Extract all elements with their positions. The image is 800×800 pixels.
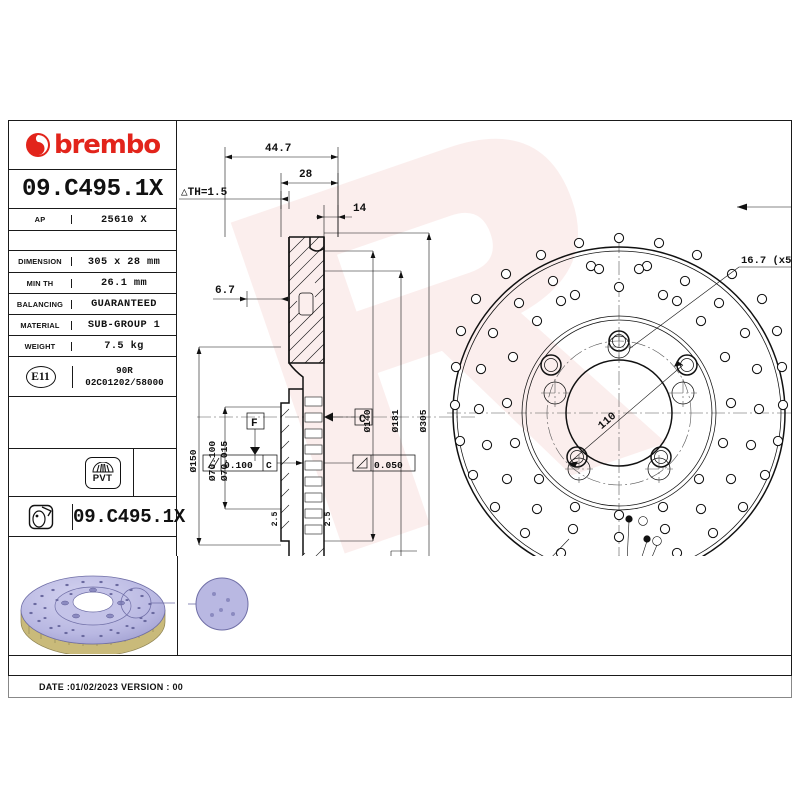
row-value: 26.1 mm [100, 277, 148, 289]
row-value: SUB-GROUP 1 [87, 319, 161, 331]
brembo-logo: brembo [9, 121, 176, 170]
row-label: BALANCING [9, 299, 72, 309]
dim-small-left: 2.5 [271, 512, 280, 527]
left-diameter-dims: Ø150 Ø70.100 Ø70.015 [188, 346, 281, 546]
footer-date-bar: DATE :01/02/2023 VERSION : 00 [8, 676, 792, 698]
disc-section-profile [288, 236, 325, 389]
parallelism-datum: C [266, 460, 272, 471]
row-value: 7.5 kg [104, 340, 144, 352]
dim-hat-width: 28 [299, 169, 313, 181]
datum-f-label: F [251, 418, 258, 430]
table-row-part-code: 09.C495.1X [9, 497, 185, 537]
table-row-pvt: PVT [9, 449, 176, 497]
product-render-panel [9, 556, 177, 656]
row-label: MATERIAL [9, 320, 72, 330]
view-arrows [737, 203, 791, 211]
bolt-hole-callout: 16.7 (x5) [628, 255, 792, 350]
disc-symbol-cell [9, 503, 73, 530]
table-row-material: MATERIAL SUB-GROUP 1 [9, 315, 176, 336]
pvt-cell: PVT [72, 449, 134, 496]
dim-offset: 6.7 [215, 285, 235, 297]
technical-drawing: 44.7 28 14 △TH=1.5 6.7 [177, 121, 792, 556]
tolerance-flatness: 0.050 [324, 454, 416, 472]
brembo-mark-icon [25, 133, 50, 157]
pvt-icon: PVT [84, 456, 121, 489]
row-label: AP [9, 215, 72, 224]
e11-mark-cell: E11 [9, 365, 73, 388]
brembo-wordmark: brembo [53, 130, 161, 160]
parallelism-value: 0.100 [224, 460, 253, 471]
bolt-holes [540, 330, 698, 468]
datum-f: F [246, 412, 265, 461]
dim-dia-150: Ø150 [188, 449, 199, 472]
table-row-balancing: BALANCING GUARANTEED [9, 294, 176, 315]
right-diameter-dims: Ø140 Ø181 Ø305 [324, 232, 432, 556]
dim-offset-group: 6.7 [213, 285, 289, 307]
pillars-callout: 93 PILLARS (31+31+31) [625, 515, 662, 556]
brake-disc-icon [28, 504, 53, 529]
notes-panel [177, 556, 791, 656]
pvt-label: PVT [92, 472, 113, 484]
part-code-text: 09.C495.1X [21, 175, 164, 203]
table-row-min-th: MIN TH 26.1 mm [9, 273, 176, 294]
pvt-fan-icon [91, 461, 114, 472]
disc-outer-edge [452, 246, 786, 556]
detail-zoom-circle [188, 577, 249, 631]
table-row-empty [9, 231, 176, 251]
drilled-holes [449, 232, 789, 556]
datum-c-label: C [359, 414, 366, 426]
title-block: brembo 09.C495.1X AP 25610 X DIMENSION 3… [9, 121, 185, 556]
dim-dia-140: Ø140 [362, 409, 373, 432]
dim-vent-width: 14 [353, 203, 367, 215]
top-dimensions: 44.7 28 14 △TH=1.5 [179, 143, 367, 237]
row-value: 305 x 28 mm [87, 255, 161, 268]
row-value: GUARANTEED [91, 298, 157, 310]
dim-overall-width: 44.7 [265, 143, 291, 155]
pilot-holes [541, 333, 697, 483]
dim-delta-th: △TH=1.5 [181, 187, 228, 199]
row-label: WEIGHT [9, 341, 72, 351]
drawing-sheet: brembo 09.C495.1X AP 25610 X DIMENSION 3… [8, 120, 792, 676]
table-row-dimension: DIMENSION 305 x 28 mm [9, 251, 176, 273]
dim-bore-lower: Ø70.015 [219, 441, 230, 482]
dim-small-right: 2.5 [324, 512, 333, 527]
date-version-text: DATE :01/02/2023 VERSION : 00 [39, 681, 184, 692]
dim-dia-181: Ø181 [390, 409, 401, 432]
pcd-note: 110 [596, 410, 619, 432]
friction-ring-section [280, 388, 325, 555]
bolt-hole-note: 16.7 (x5) [741, 255, 792, 267]
flatness-value: 0.050 [374, 460, 403, 471]
row-label: MIN TH [9, 278, 72, 288]
table-row-weight: WEIGHT 7.5 kg [9, 336, 176, 357]
row-label: DIMENSION [9, 257, 72, 266]
caves-callout: 56 CAVES [552, 538, 570, 556]
e11-icon: E11 [25, 365, 56, 388]
face-view: 16.7 (x5) 110 56 CAVES [447, 203, 792, 556]
row-value: 25610 X [100, 213, 148, 226]
datum-c: C [324, 408, 373, 426]
tolerance-parallelism: 0.100 C [202, 454, 303, 472]
table-row-blank [9, 397, 176, 449]
disc-3d-render [20, 575, 175, 654]
part-code-header: 09.C495.1X [9, 170, 176, 209]
table-row-ap: AP 25610 X [9, 209, 176, 231]
tolerance-dtv: DTV 0.015 [390, 550, 417, 556]
part-code-bottom-text: 09.C495.1X [73, 505, 186, 528]
dim-dia-305: Ø305 [418, 409, 429, 432]
disc-section-lower [288, 547, 325, 556]
